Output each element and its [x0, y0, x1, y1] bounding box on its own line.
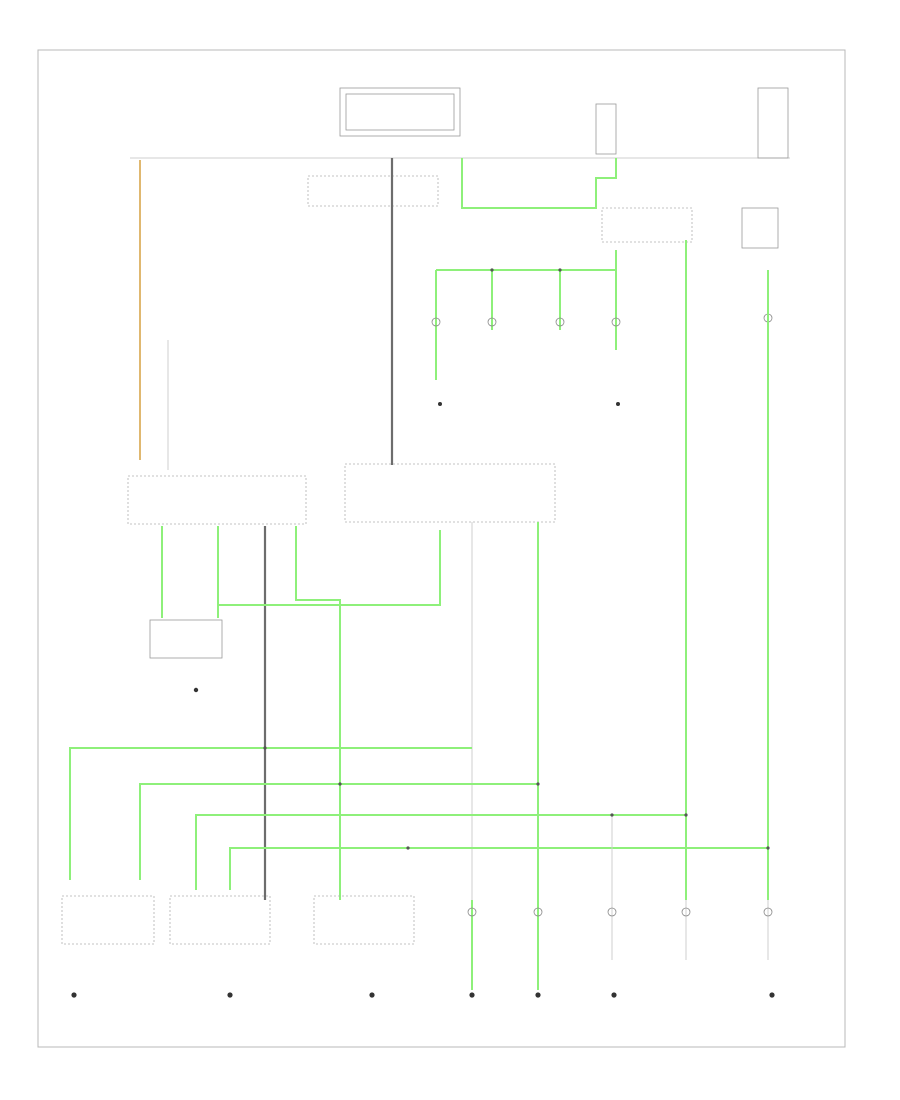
fuse-far-right [757, 87, 789, 159]
wire-green-bus-3 [195, 814, 686, 890]
wire-green-bus-1 [69, 747, 472, 880]
wire-green-sw-4 [295, 526, 341, 900]
wire-green-sw-5 [218, 530, 441, 606]
flasher-relay [601, 207, 693, 243]
combination-switch-left [127, 475, 307, 525]
splice-points [263, 268, 770, 850]
fuse-right [595, 103, 617, 155]
wire-green-top [461, 158, 617, 209]
hazard-switch [741, 207, 779, 249]
ground-points [71, 402, 775, 998]
combination-lamp-left [169, 895, 271, 945]
diagram-frame [37, 49, 846, 1048]
fuse-block-top-center [339, 87, 461, 137]
lamp-group-bottom [467, 907, 773, 917]
wire-green-bus-4 [229, 847, 768, 890]
fuse-block-top-inner [345, 93, 455, 131]
wire-green-bus-2 [139, 783, 538, 880]
lamp-group-top [431, 313, 773, 327]
combination-lamp-right [313, 895, 415, 945]
relay-left-lower [149, 619, 223, 659]
connector-a [307, 175, 439, 207]
combination-switch-right [344, 463, 556, 523]
flasher-unit [61, 895, 155, 945]
